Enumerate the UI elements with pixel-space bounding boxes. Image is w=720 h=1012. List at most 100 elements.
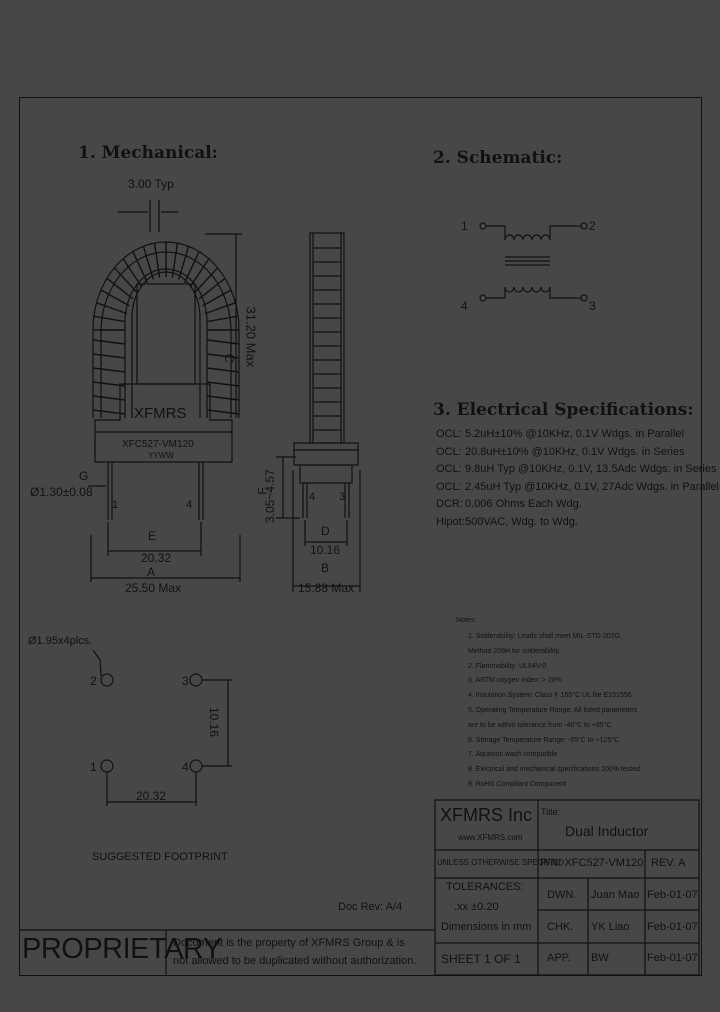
e-letter: E: [148, 529, 157, 543]
winding-turn: [204, 302, 236, 315]
approved-name: BW: [591, 952, 609, 964]
spec-key: OCL:: [436, 445, 462, 458]
schematic-symbol: [479, 222, 588, 302]
note-item: 9. RoHS Compliant Component: [468, 781, 567, 788]
top-width-dim: 3.00 Typ: [128, 177, 174, 191]
front-pin4: 4: [186, 499, 193, 511]
footprint-pin4: 4: [182, 760, 189, 774]
part-number: P/N: XFC527-VM120: [540, 857, 644, 869]
winding-turn: [106, 277, 134, 300]
note-item: 6. Storage Temperature Range: -55°C to +…: [468, 736, 620, 744]
doc-rev: Doc Rev: A/4: [338, 901, 403, 913]
winding-turn: [96, 302, 128, 315]
footprint-pin2: 2: [90, 674, 97, 688]
core-part: XFC527-VM120: [122, 439, 194, 450]
winding-turn: [206, 315, 239, 323]
tolerances-label: TOLERANCES:: [446, 881, 524, 893]
winding-turn: [206, 353, 240, 359]
a-value: 25.50 Max: [125, 581, 182, 595]
spec-key: Hipot:: [436, 515, 465, 528]
core-code: YYWW: [148, 451, 174, 460]
d-letter: D: [321, 524, 330, 538]
c-letter: C: [222, 353, 238, 364]
spec-key: OCL:: [436, 480, 462, 493]
footprint-vertical-dim: 10.16: [207, 706, 222, 738]
drawn-date: Feb-01-07: [647, 889, 698, 901]
e-value: 20.32: [141, 551, 172, 565]
spec-value: 5.2uH±10% @10KHz, 0.1V Wdgs. in Parallel: [465, 428, 684, 440]
note-item: 1. Solderability: Leads shall meet MIL-S…: [468, 633, 623, 640]
footprint-pin3: 3: [182, 674, 189, 688]
spec-key: OCL:: [436, 463, 462, 475]
spec-value: 0.006 Ohms Each Wdg.: [465, 498, 582, 510]
g-letter: G: [79, 469, 89, 483]
winding-turn: [194, 267, 219, 293]
note-item: 2. Flammability: UL94V-0: [468, 662, 547, 670]
winding-turn: [206, 339, 240, 345]
hole-label: Ø1.95x4plcs.: [28, 635, 93, 647]
winding-turn: [122, 258, 143, 288]
f-value: 3.05~4.57: [263, 469, 277, 523]
spec-value: 2.45uH Typ @10KHz, 0.1V, 27Adc Wdgs. in …: [465, 480, 719, 493]
core-brand: XFMRS: [134, 405, 187, 422]
winding-turn: [92, 353, 126, 359]
winding-turn: [189, 258, 210, 288]
note-item: are to be within tolerance from -40°C to…: [468, 721, 612, 729]
schematic-pin3: 3: [589, 299, 596, 313]
winding-turn: [92, 367, 126, 373]
note-item: Method 208H for solderability.: [468, 647, 561, 655]
title-block-lines: [20, 799, 700, 976]
front-pin1: 1: [112, 499, 119, 511]
note-item: 8. Electrical and mechanical specificati…: [468, 766, 640, 774]
note-item: 4. Insulation System: Class F 155°C UL f…: [468, 692, 632, 700]
spec-key: OCL:: [436, 428, 462, 440]
dimensions-unit: Dimensions in mm: [441, 921, 532, 933]
winding-turn: [113, 267, 138, 293]
winding-turn: [171, 242, 179, 278]
winding-turn: [153, 242, 161, 278]
notice-line-1: Document is the property of XFMRS Group …: [173, 937, 405, 949]
checked-date: Feb-01-07: [647, 921, 698, 933]
winding-turn: [132, 251, 149, 284]
tolerance-value: .xx ±0.20: [454, 901, 499, 913]
winding-turn: [93, 315, 126, 323]
approved-date: Feb-01-07: [647, 952, 698, 964]
title-label: Title:: [541, 807, 561, 817]
winding-turn: [142, 246, 154, 280]
schematic-pin2: 2: [589, 219, 596, 233]
winding-turn: [202, 289, 232, 307]
spec-value: 500VAC, Wdg. to Wdg.: [465, 515, 578, 528]
side-pin3: 3: [339, 491, 346, 503]
revision: REV. A: [651, 857, 686, 869]
electrical-heading: 3. Electrical Specifications:: [433, 400, 694, 420]
spec-value: 20.8uH±10% @10KHz, 0.1V Wdgs. in Series: [465, 445, 685, 458]
footprint-drawing: [92, 649, 232, 806]
b-value: 15.88 Max: [298, 581, 355, 595]
b-letter: B: [321, 561, 330, 575]
toroid-side-view: [276, 232, 361, 592]
winding-turn: [206, 409, 240, 415]
note-item: 3. ASTM oxygen index: > 28%: [468, 677, 562, 685]
winding-turn: [206, 395, 240, 401]
sheet-number: SHEET 1 OF 1: [441, 952, 521, 966]
checked-name: YK Liao: [591, 921, 630, 933]
d-value: 10.16: [310, 543, 341, 557]
winding-turn: [183, 251, 200, 284]
company-name: XFMRS Inc: [440, 805, 533, 825]
winding-turn: [198, 277, 226, 300]
winding-turn: [206, 367, 240, 373]
schematic-heading: 2. Schematic:: [433, 148, 563, 168]
drawn-name: Juan Mao: [591, 889, 640, 901]
footprint-horizontal-dim: 20.32: [136, 789, 167, 803]
a-letter: A: [147, 565, 156, 579]
checked-label: CHK.: [547, 921, 574, 933]
spec-value: 9.8uH Typ @10KHz, 0.1V, 13.5Adc Wdgs. in…: [465, 463, 717, 475]
footprint-pin1: 1: [90, 760, 97, 774]
winding-turn: [92, 339, 126, 345]
side-pin4: 4: [309, 491, 316, 503]
g-value: Ø1.30±0.08: [30, 485, 93, 499]
winding-turn: [100, 289, 130, 307]
note-item: 7. Aqueous wash compatible: [468, 751, 558, 759]
